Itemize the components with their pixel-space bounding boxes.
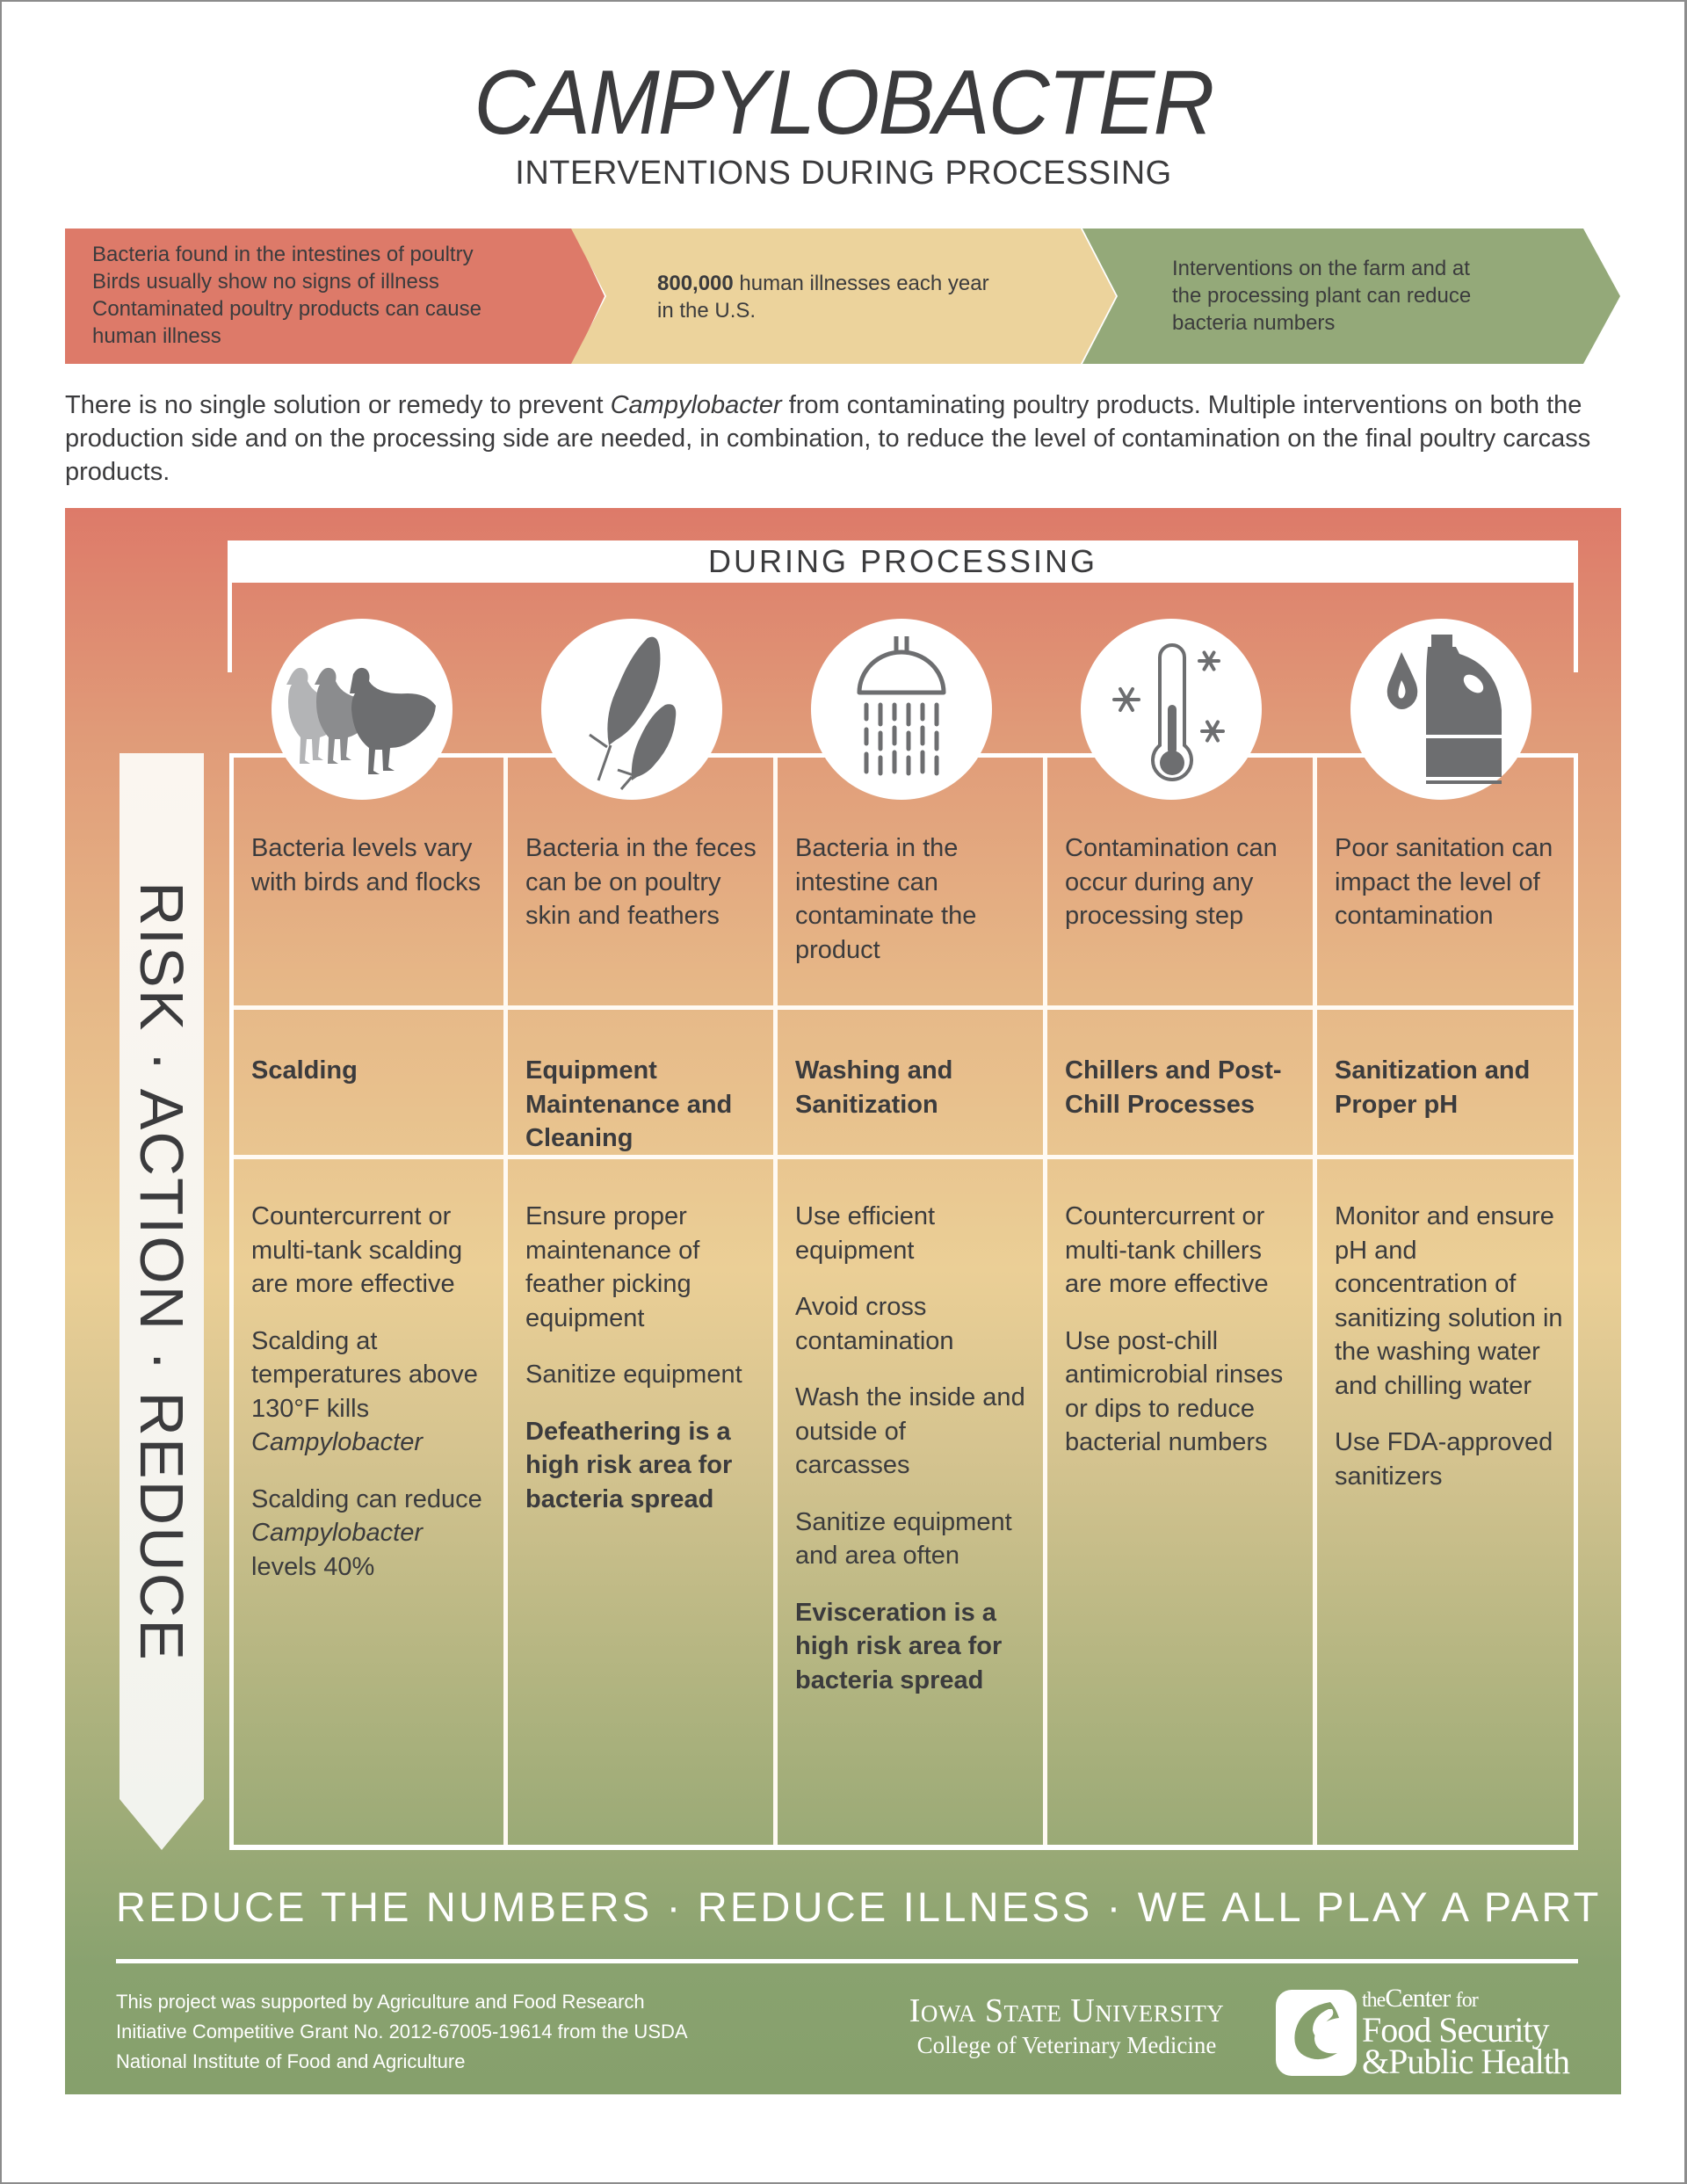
intro-species-name: Campylobacter [610, 391, 782, 419]
thermometer-snowflake-icon [1081, 619, 1262, 800]
grant-acknowledgement: This project was supported by Agricultur… [116, 1991, 688, 2072]
column-equipment: Bacteria in the feces can be on poultry … [503, 758, 773, 1845]
feathers-icon [541, 619, 722, 800]
sanitizer-jug-icon [1350, 619, 1531, 800]
processing-panel: DURING PROCESSING RISK · ACTION · REDUCE… [65, 508, 1621, 2094]
risk-text: Bacteria in the intestine can contaminat… [795, 834, 977, 964]
chevron-red-shape [65, 229, 605, 364]
cfsph-logo: theCenter for Food Security &Public Heal… [1276, 1984, 1610, 2081]
chevron-3-line-1: Interventions on the farm and at [1172, 257, 1470, 280]
row-divider-1 [234, 1005, 1574, 1010]
chevron-3-line-3: bacteria numbers [1172, 311, 1336, 335]
column-scalding: Bacteria levels vary with birds and floc… [234, 758, 503, 1845]
reduce-list: Countercurrent or multi-tank scalding ar… [251, 1202, 482, 1581]
chevron-1-line-3: Contaminated poultry products can cause [92, 297, 481, 321]
arrow-label: RISK · ACTION · REDUCE [127, 882, 196, 1662]
row-divider-2 [234, 1155, 1574, 1159]
page-subtitle: INTERVENTIONS DURING PROCESSING [515, 155, 1172, 192]
action-title: Sanitization and Proper pH [1335, 1056, 1531, 1119]
chevron-2-line-1: human illnesses each year [733, 272, 989, 295]
chevron-green-shape [1082, 229, 1620, 364]
action-title: Scalding [251, 1056, 358, 1085]
chickens-icon [272, 619, 453, 800]
chevron-3-line-2: the processing plant can reduce [1172, 284, 1472, 308]
chevron-1-line-2: Birds usually show no signs of illness [92, 270, 439, 294]
isu-college: College of Veterinary Medicine [916, 2032, 1217, 2058]
chevron-1-line-1: Bacteria found in the intestines of poul… [92, 243, 474, 266]
tagline-divider [116, 1959, 1578, 1963]
action-title: Chillers and Post-Chill Processes [1065, 1056, 1282, 1119]
risk-text: Poor sanitation can impact the level of … [1335, 834, 1553, 930]
chevron-bacteria-facts: Bacteria found in the intestines of poul… [65, 229, 610, 364]
bracket-right [1574, 541, 1578, 672]
chevron-yellow-shape [571, 229, 1116, 364]
reduce-list: Use efficient equipment Avoid cross cont… [795, 1202, 1025, 1694]
isu-name: Iowa State University [909, 1992, 1225, 2029]
action-title: Washing and Sanitization [795, 1056, 953, 1119]
risk-text: Bacteria levels vary with birds and floc… [251, 834, 481, 896]
iowa-state-logo: Iowa State University College of Veterin… [865, 1992, 1269, 2060]
action-title: Equipment Maintenance and Cleaning [525, 1056, 733, 1152]
risk-action-reduce-arrow [119, 753, 204, 1850]
reduce-list: Countercurrent or multi-tank chillers ar… [1065, 1202, 1284, 1456]
chevron-illness-count: 800,000 human illnesses each year in the… [571, 229, 1125, 364]
cfsph-swirl-icon [1276, 1990, 1357, 2076]
column-washing: Bacteria in the intestine can contaminat… [773, 758, 1043, 1845]
interventions-grid: Bacteria levels vary with birds and floc… [229, 753, 1578, 1850]
bracket-left [228, 541, 232, 672]
column-chillers: Contamination can occur during any proce… [1043, 758, 1313, 1845]
section-title: DURING PROCESSING [228, 541, 1578, 583]
chevron-1-line-4: human illness [92, 324, 221, 348]
illness-count: 800,000 [657, 272, 734, 295]
risk-text: Contamination can occur during any proce… [1065, 834, 1278, 930]
chevron-interventions: Interventions on the farm and at the pro… [1082, 229, 1627, 364]
page-title: CAMPYLOBACTER [474, 52, 1214, 154]
reduce-list: Monitor and ensure pH and concentration … [1335, 1202, 1563, 1491]
tagline: REDUCE THE NUMBERS · REDUCE ILLNESS · WE… [116, 1883, 1602, 1930]
shower-icon [811, 619, 992, 800]
reduce-list: Ensure proper maintenance of feather pic… [525, 1202, 742, 1513]
risk-text: Bacteria in the feces can be on poultry … [525, 834, 757, 930]
intro-paragraph: There is no single solution or remedy to… [65, 391, 1591, 486]
column-sanitization: Poor sanitation can impact the level of … [1313, 758, 1582, 1845]
chevron-2-line-2: in the U.S. [657, 299, 757, 323]
